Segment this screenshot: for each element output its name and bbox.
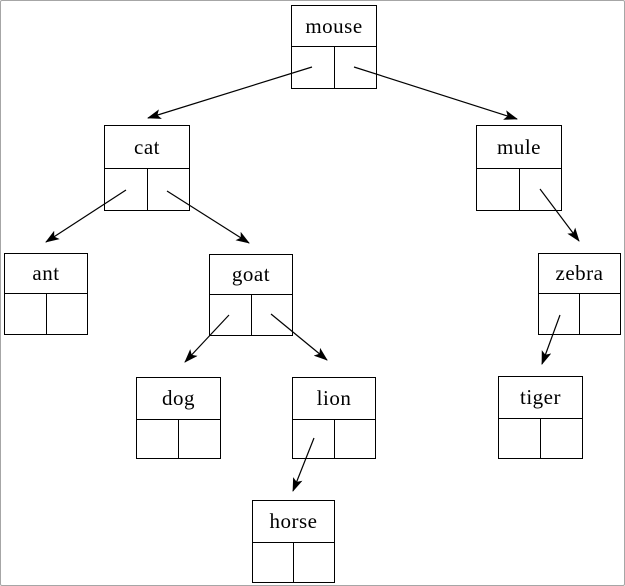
pointer-cells	[105, 169, 189, 210]
pointer-cells	[539, 294, 620, 334]
tree-node-mule: mule	[476, 125, 562, 211]
pointer-cells	[210, 295, 292, 335]
node-label: zebra	[539, 254, 620, 294]
left-pointer-cell	[210, 295, 252, 335]
node-label: tiger	[499, 377, 582, 419]
pointer-cells	[137, 420, 220, 458]
right-pointer-cell	[541, 419, 582, 458]
node-label: lion	[293, 378, 375, 420]
right-pointer-cell	[179, 420, 220, 458]
left-pointer-cell	[137, 420, 179, 458]
left-pointer-cell	[539, 294, 580, 334]
left-pointer-cell	[105, 169, 148, 210]
tree-node-goat: goat	[209, 254, 293, 336]
pointer-cells	[293, 420, 375, 458]
node-label: mule	[477, 126, 561, 169]
node-label: ant	[5, 254, 87, 294]
node-label: goat	[210, 255, 292, 295]
pointer-cells	[499, 419, 582, 458]
tree-node-zebra: zebra	[538, 253, 621, 335]
left-pointer-cell	[5, 294, 47, 334]
right-pointer-cell	[148, 169, 190, 210]
tree-node-ant: ant	[4, 253, 88, 335]
left-pointer-cell	[292, 47, 335, 88]
node-label: cat	[105, 126, 189, 169]
node-label: horse	[253, 501, 334, 543]
tree-node-lion: lion	[292, 377, 376, 459]
pointer-cells	[292, 47, 376, 88]
right-pointer-cell	[520, 169, 562, 210]
tree-node-mouse: mouse	[291, 5, 377, 89]
node-label: dog	[137, 378, 220, 420]
right-pointer-cell	[335, 47, 377, 88]
right-pointer-cell	[294, 543, 334, 582]
edge-mouse-right-to-mule	[353, 66, 518, 120]
tree-node-cat: cat	[104, 125, 190, 211]
left-pointer-cell	[253, 543, 294, 582]
right-pointer-cell	[252, 295, 293, 335]
left-pointer-cell	[293, 420, 335, 458]
pointer-cells	[5, 294, 87, 334]
tree-node-horse: horse	[252, 500, 335, 583]
right-pointer-cell	[47, 294, 88, 334]
left-pointer-cell	[477, 169, 520, 210]
right-pointer-cell	[335, 420, 376, 458]
pointer-cells	[477, 169, 561, 210]
pointer-cells	[253, 543, 334, 582]
right-pointer-cell	[580, 294, 620, 334]
node-label: mouse	[292, 6, 376, 47]
tree-node-dog: dog	[136, 377, 221, 459]
left-pointer-cell	[499, 419, 541, 458]
tree-node-tiger: tiger	[498, 376, 583, 459]
edge-mouse-left-to-cat	[147, 66, 313, 119]
